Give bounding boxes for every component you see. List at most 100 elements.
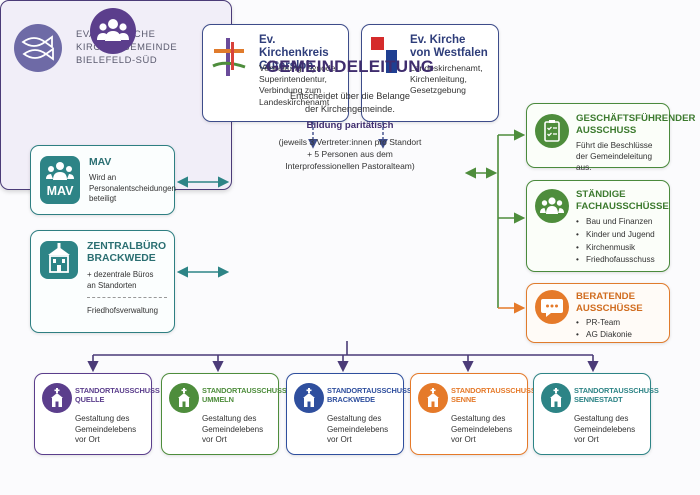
standort-name: UMMELN xyxy=(202,395,234,405)
desc-line: Gestaltung des xyxy=(451,414,506,423)
gemeindeleitung-note: (jeweils 3 Vertreter:innen pro Standort … xyxy=(0,136,700,172)
list-item: Kinder und Jugend xyxy=(576,229,655,242)
desc-line: Gemeindelebens xyxy=(574,424,636,434)
title-line: BRACKWEDE xyxy=(87,253,156,264)
standort-name: SENNESTADT xyxy=(574,395,623,405)
people-group-icon xyxy=(90,8,136,54)
desc-line: beteiligt xyxy=(89,194,117,203)
mav-icon-label: MAV xyxy=(46,184,74,198)
mav-box: MAV MAV Wird an Personalentscheidungen b… xyxy=(30,145,176,215)
standort-name: BRACKWEDE xyxy=(327,395,375,405)
desc-line: Verbindung zum xyxy=(259,85,322,96)
desc-line: vor Ort xyxy=(327,435,352,444)
zentralbuero-title: ZENTRALBÜRO BRACKWEDE xyxy=(87,241,166,265)
staendige-box: STÄNDIGE FACHAUSSCHÜSSE Bau und Finanzen… xyxy=(526,180,670,272)
list-item: PR-Team xyxy=(576,317,632,329)
desc-line: Gesetzgebung xyxy=(410,85,466,96)
beratende-box: BERATENDE AUSSCHÜSSE PR-Team AG Diakonie xyxy=(526,283,670,343)
list-item: Kirchenmusik xyxy=(576,242,655,255)
westfalen-title-line: Ev. Kirche xyxy=(410,34,466,46)
title-line: AUSSCHUSS xyxy=(576,125,637,136)
church-icon xyxy=(42,383,72,413)
desc-line: vor Ort xyxy=(574,435,599,444)
zentralbuero-box: ZENTRALBÜRO BRACKWEDE + dezentrale Büros… xyxy=(30,230,175,333)
church-name-line: BIELEFELD-SÜD xyxy=(76,54,158,65)
desc-line: Gemeindelebens xyxy=(202,424,264,434)
building-icon xyxy=(40,241,78,279)
checklist-icon xyxy=(535,114,569,148)
geschaeftsfuehrend-desc: Führt die Beschlüsse der Gemeindeleitung… xyxy=(576,140,669,173)
church-logo-icon xyxy=(14,24,62,72)
desc-line: Landeskirchenamt xyxy=(259,96,330,107)
westfalen-title-line: von Westfalen xyxy=(410,47,488,59)
desc-line: Führt die Beschlüsse xyxy=(576,141,653,150)
kirchenkreis-title-line: Gütersloh xyxy=(259,60,314,72)
mav-title: MAV xyxy=(89,157,112,168)
church-icon xyxy=(294,383,324,413)
desc-line: Gemeindelebens xyxy=(451,424,513,434)
standort-label: STANDORTAUSSCHUSS xyxy=(202,386,287,395)
list-item: Bau und Finanzen xyxy=(576,216,655,229)
desc-line: Gestaltung des xyxy=(327,414,382,423)
mav-desc: Wird an Personalentscheidungen beteiligt xyxy=(89,173,176,205)
list-item: AG Diakonie xyxy=(576,329,632,341)
desc-line: Wird an xyxy=(89,173,117,182)
westfalen-desc: Landeskirchenamt, Kirchenleitung, Gesetz… xyxy=(410,63,483,97)
desc-line: an Standorten xyxy=(87,280,137,290)
desc-line: Superintendentur, xyxy=(259,74,327,85)
desc-line: + dezentrale Büros xyxy=(87,270,154,279)
friedhofsverwaltung-label: Friedhofsverwaltung xyxy=(87,306,159,315)
gemeindeleitung-desc: Entscheidet über die Belange der Kirchen… xyxy=(0,90,700,115)
mav-people-icon: MAV xyxy=(40,156,80,204)
title-line: STÄNDIGE xyxy=(576,189,626,200)
desc-line: Gestaltung des xyxy=(75,414,130,423)
desc-line: Gemeindelebens xyxy=(327,424,389,434)
note-line: + 5 Personen aus dem xyxy=(307,149,393,159)
desc-line: vor Ort xyxy=(451,435,476,444)
speech-bubble-icon xyxy=(535,290,569,324)
desc-line: Gemeindelebens xyxy=(75,424,137,434)
geschaeftsfuehrend-title: GESCHÄFTSFÜHRENDER AUSSCHUSS xyxy=(576,113,695,137)
staendige-title: STÄNDIGE FACHAUSSCHÜSSE xyxy=(576,189,669,213)
church-icon xyxy=(418,383,448,413)
gemeindeleitung-subtitle: Bildung paritätisch xyxy=(306,120,394,131)
church-icon xyxy=(541,383,571,413)
standort-name: SENNE xyxy=(451,395,476,405)
staendige-list: Bau und Finanzen Kinder und Jugend Kirch… xyxy=(576,216,655,267)
cross-icon xyxy=(211,36,247,78)
standort-name: QUELLE xyxy=(75,395,105,405)
desc-line: Kirchenleitung, xyxy=(410,74,467,85)
desc-line: Verwaltung, Synode, xyxy=(259,63,338,73)
desc-line: Gestaltung des xyxy=(202,414,257,423)
list-item: Friedhofausschuss xyxy=(576,254,655,267)
church-icon xyxy=(169,383,199,413)
title-line: AUSSCHÜSSE xyxy=(576,303,643,314)
desc-line: der Kirchengemeinde. xyxy=(305,103,395,114)
kirchenkreis-title: Ev. Kirchenkreis Gütersloh xyxy=(259,34,348,73)
kirchenkreis-box: Ev. Kirchenkreis Gütersloh Verwaltung, S… xyxy=(202,24,349,122)
gemeindeleitung-title: GEMEINDELEITUNG xyxy=(265,57,435,76)
westfalen-logo-icon xyxy=(371,37,401,73)
standort-label: STANDORTAUSSCHUSS xyxy=(574,386,659,395)
desc-line: vor Ort xyxy=(202,435,227,444)
desc-line: Personalentscheidungen xyxy=(89,183,176,193)
beratende-title: BERATENDE AUSSCHÜSSE xyxy=(576,291,643,315)
westfalen-box: Ev. Kirche von Westfalen Landeskirchenam… xyxy=(361,24,499,122)
standort-label: STANDORTAUSSCHUSS xyxy=(451,386,536,395)
note-line: (jeweils 3 Vertreter:innen pro Standort xyxy=(278,137,422,147)
standort-label: STANDORTAUSSCHUSS xyxy=(327,386,412,395)
title-line: BERATENDE xyxy=(576,291,635,302)
